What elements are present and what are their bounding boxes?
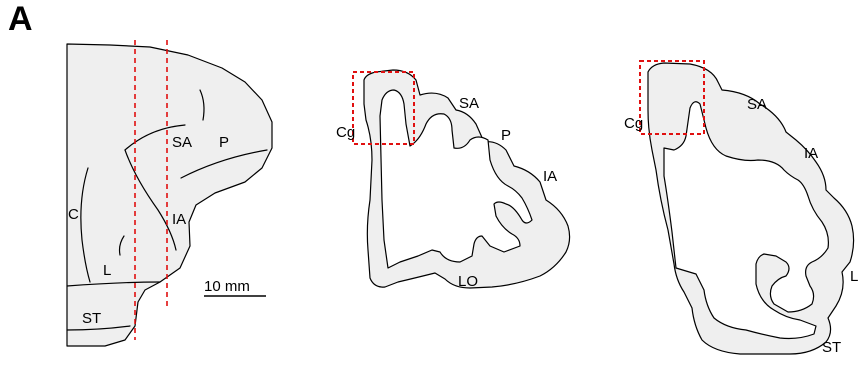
coronal-section-1: SA P IA Cg LO: [336, 70, 570, 290]
label-ia: IA: [543, 168, 557, 185]
label-p: P: [501, 127, 511, 144]
label-sa: SA: [172, 134, 192, 151]
label-lo: LO: [458, 273, 478, 290]
label-sa: SA: [747, 96, 767, 113]
label-l: L: [850, 268, 858, 285]
label-p: P: [219, 134, 229, 151]
scale-bar-label: 10 mm: [204, 278, 250, 295]
lateral-brain-view: SA P C IA L ST: [67, 40, 272, 346]
label-cg: Cg: [336, 124, 355, 141]
label-ia: IA: [804, 145, 818, 162]
label-c: C: [68, 206, 79, 223]
label-st: ST: [82, 310, 101, 327]
label-sa: SA: [459, 95, 479, 112]
coronal-section-2: SA IA Cg L ST: [624, 61, 858, 356]
lateral-brain-outline: [67, 44, 272, 346]
label-l: L: [103, 262, 111, 279]
label-cg: Cg: [624, 115, 643, 132]
label-ia: IA: [172, 211, 186, 228]
scale-bar: 10 mm: [204, 278, 266, 296]
label-st: ST: [822, 339, 841, 356]
